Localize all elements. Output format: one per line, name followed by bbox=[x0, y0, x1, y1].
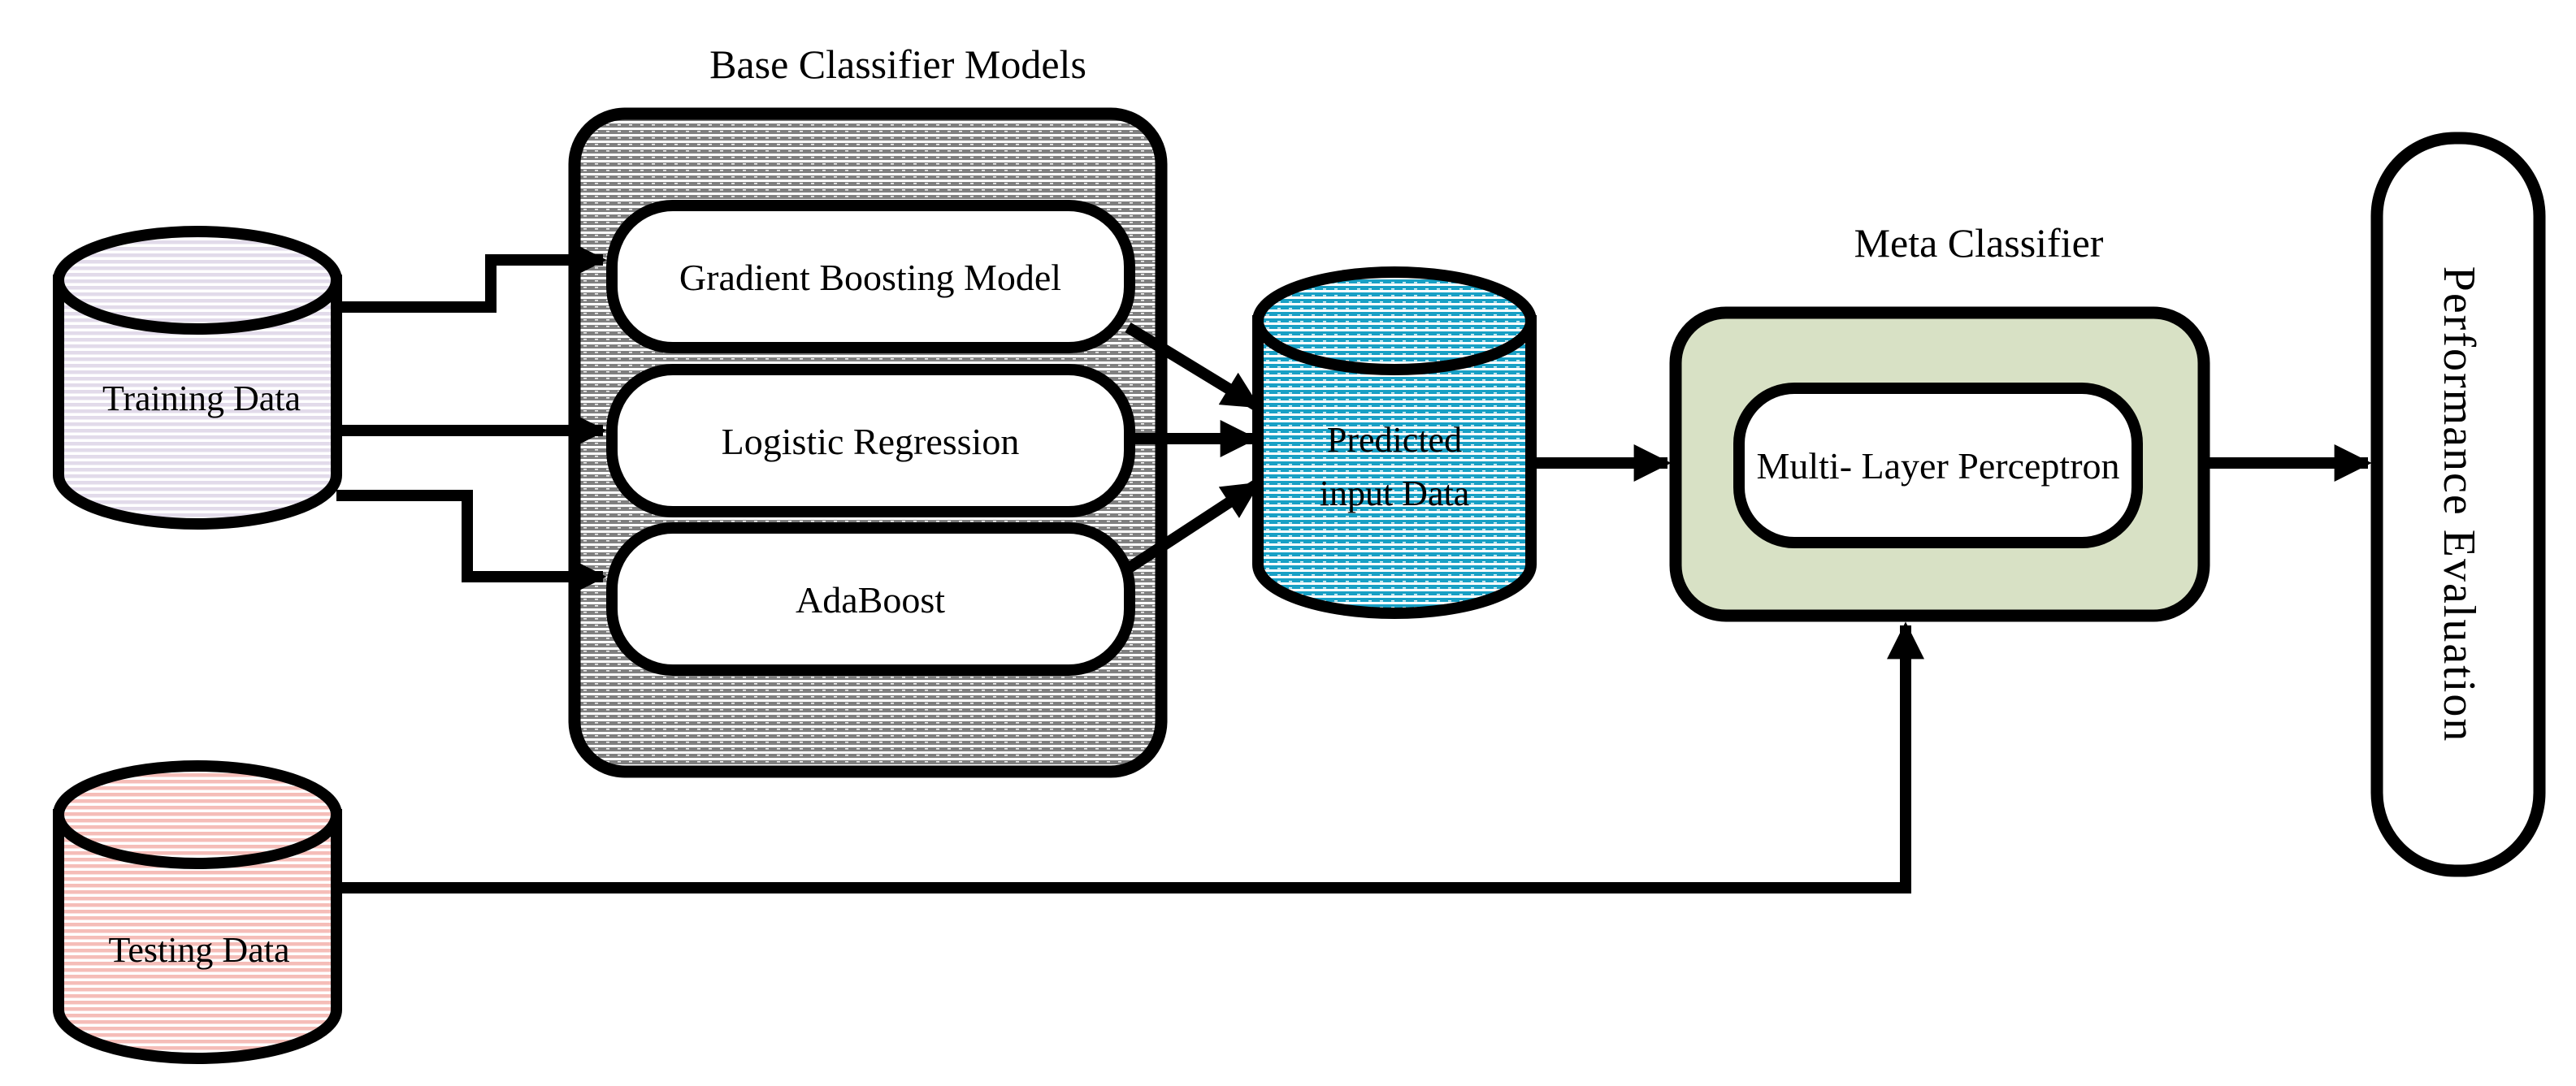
training-cylinder-top bbox=[53, 226, 342, 335]
classifier-output-arrows bbox=[1125, 322, 1260, 573]
gradient-boosting-label: Gradient Boosting Model bbox=[679, 257, 1061, 298]
node-performance-evaluation: Performance Evaluation bbox=[2370, 132, 2546, 877]
testing-cylinder-body bbox=[53, 809, 342, 1064]
predicted-cylinder-top bbox=[1252, 266, 1537, 375]
performance-box bbox=[2370, 132, 2546, 877]
meta-classifier-title: Meta Classifier bbox=[1854, 220, 2104, 266]
arrow-gbm-to-predicted bbox=[1125, 322, 1260, 411]
arrow-adaboost-to-predicted bbox=[1125, 479, 1260, 573]
logistic-regression-label: Logistic Regression bbox=[722, 421, 1020, 462]
testing-cylinder-top bbox=[53, 760, 342, 869]
predicted-data-label-line2: input Data bbox=[1320, 474, 1470, 513]
predicted-data-label-line1: Predicted bbox=[1327, 420, 1462, 460]
adaboost-label: AdaBoost bbox=[796, 579, 945, 621]
meta-classifier-container: Meta Classifier Multi- Layer Perceptron bbox=[1669, 220, 2210, 622]
node-predicted-data: Predicted input Data bbox=[1252, 266, 1537, 619]
base-classifier-title: Base Classifier Models bbox=[709, 41, 1086, 87]
arrow-training-to-adaboost bbox=[336, 490, 607, 595]
node-logistic-regression: Logistic Regression bbox=[606, 364, 1135, 517]
adaboost-box bbox=[606, 522, 1135, 676]
training-arrows bbox=[336, 241, 607, 595]
performance-label: Performance Evaluation bbox=[2434, 266, 2484, 743]
node-training-data: Training Data bbox=[53, 226, 342, 530]
training-data-label: Training Data bbox=[102, 379, 301, 418]
arrow-testing-to-meta bbox=[337, 621, 1924, 893]
arrow-training-to-gbm bbox=[336, 241, 607, 313]
mlp-box bbox=[1733, 383, 2143, 548]
node-testing-data: Testing Data bbox=[53, 760, 342, 1064]
gradient-boosting-box bbox=[606, 200, 1135, 353]
predicted-cylinder-body bbox=[1252, 315, 1537, 619]
mlp-label: Multi- Layer Perceptron bbox=[1756, 445, 2119, 487]
node-gradient-boosting: Gradient Boosting Model bbox=[606, 200, 1135, 353]
training-cylinder-body bbox=[53, 275, 342, 530]
logistic-regression-box bbox=[606, 364, 1135, 517]
node-adaboost: AdaBoost bbox=[606, 522, 1135, 676]
testing-data-label: Testing Data bbox=[109, 930, 290, 970]
